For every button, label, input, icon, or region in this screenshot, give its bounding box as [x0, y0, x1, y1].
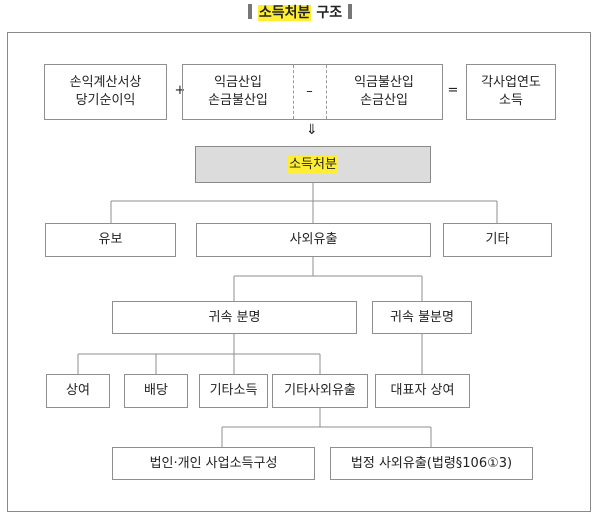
sawoe-box: 사외유출	[196, 223, 431, 257]
dividend-box: 배당	[124, 374, 188, 408]
divider	[293, 65, 294, 119]
statutory-label: 법정 사외유출(법령§106①3)	[350, 455, 513, 471]
down-arrow-icon: ⇓	[306, 122, 318, 138]
rep-bonus-label: 대표자 상여	[390, 383, 455, 398]
income-disposal-label: 소득처분	[288, 155, 338, 174]
other-outflow-box: 기타사외유출	[272, 374, 368, 408]
bonus-box: 상여	[46, 374, 110, 408]
dividend-label: 배당	[144, 383, 168, 398]
income-disposal-box: 소득처분	[195, 146, 431, 183]
other-income-label: 기타소득	[209, 383, 258, 398]
known-label: 귀속 분명	[208, 309, 261, 325]
unknown-box: 귀속 불분명	[372, 301, 472, 334]
title-rest: 구조	[316, 5, 343, 21]
statutory-box: 법정 사외유출(법령§106①3)	[330, 447, 533, 480]
divider	[326, 65, 327, 119]
diagram-title: 소득처분 구조	[0, 2, 600, 24]
corp-business-label: 법인·개인 사업소득구성	[149, 455, 278, 471]
net-income-line-1: 손익계산서상	[69, 75, 142, 90]
net-income-line-2: 당기순이익	[75, 93, 136, 108]
title-left-bar	[247, 4, 252, 19]
known-box: 귀속 분명	[112, 301, 357, 334]
yubo-label: 유보	[98, 232, 123, 247]
deduct-item-2: 손금산입	[360, 93, 408, 108]
unknown-label: 귀속 불분명	[390, 309, 454, 325]
title-right-bar	[348, 4, 353, 19]
gita-box: 기타	[443, 223, 552, 257]
title-highlight: 소득처분	[257, 5, 312, 21]
bonus-label: 상여	[66, 383, 90, 398]
deduct-item-1: 익금불산입	[354, 75, 414, 90]
equals-operator: =	[447, 83, 459, 98]
diagram-frame	[7, 32, 591, 512]
gita-label: 기타	[485, 232, 510, 247]
result-line-1: 각사업연도	[481, 75, 541, 90]
other-outflow-label: 기타사외유출	[284, 383, 356, 398]
result-line-2: 소득	[499, 93, 523, 108]
add-item-1: 익금산입	[214, 75, 262, 90]
corp-business-box: 법인·개인 사업소득구성	[112, 447, 315, 480]
plus-operator: +	[174, 83, 186, 98]
add-item-2: 손금불산입	[208, 93, 268, 108]
sawoe-label: 사외유출	[289, 232, 338, 247]
rep-bonus-box: 대표자 상여	[375, 374, 470, 408]
yubo-box: 유보	[45, 223, 176, 257]
minus-operator: –	[306, 84, 313, 99]
other-income-box: 기타소득	[199, 374, 268, 408]
